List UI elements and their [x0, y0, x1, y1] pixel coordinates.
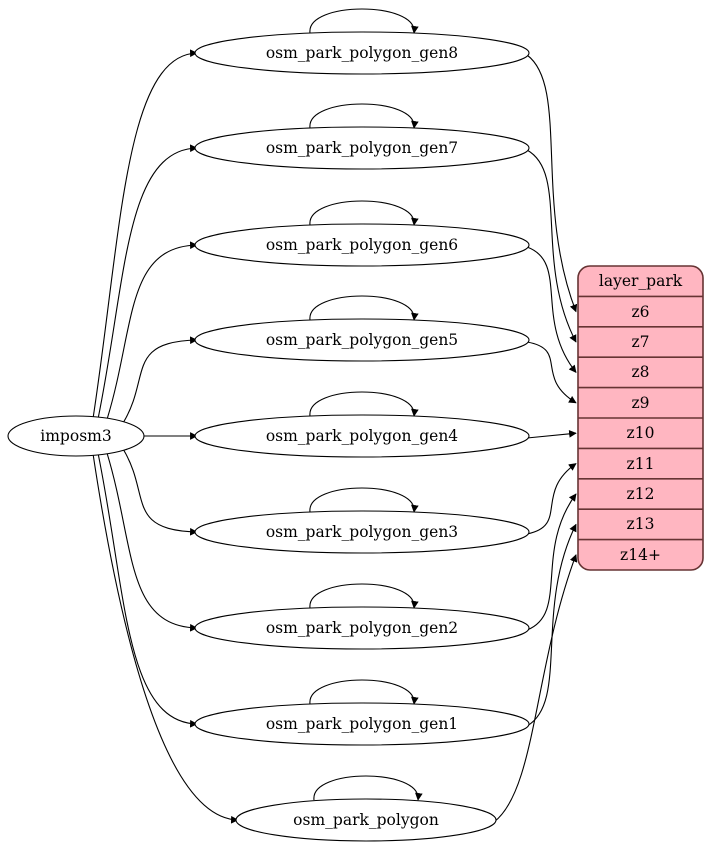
edge-osm_park_polygon-to-z14+ [493, 554, 578, 823]
self-loop-osm_park_polygon_gen2 [309, 583, 419, 609]
edge-osm_park_polygon_gen8-to-z6 [526, 54, 578, 313]
edge-imposm3-to-osm_park_polygon_gen8 [92, 49, 198, 417]
node-osm_park_polygon_gen2[interactable] [194, 606, 530, 650]
self-loop-osm_park_polygon_gen8 [309, 8, 419, 34]
edge-osm_park_polygon_gen3-to-z11 [526, 463, 577, 535]
node-osm_park_polygon_gen5[interactable] [194, 318, 530, 362]
layer-park-row-z13[interactable]: z13 [626, 515, 655, 534]
self-loop-osm_park_polygon_gen3 [309, 487, 419, 513]
self-loop-osm_park_polygon_gen7 [309, 103, 419, 129]
layer-park-table [577, 265, 704, 571]
layer-park-header: layer_park [598, 272, 683, 291]
edge-imposm3-to-osm_park_polygon_gen5 [122, 336, 198, 424]
edge-osm_park_polygon_gen2-to-z12 [526, 493, 577, 631]
layer-park-row-z6[interactable]: z6 [631, 302, 650, 321]
edge-osm_park_polygon_gen6-to-z8 [526, 246, 577, 374]
layer-park-row-z10[interactable]: z10 [626, 424, 655, 443]
self-loop-osm_park_polygon_gen5 [309, 295, 419, 321]
node-osm_park_polygon_gen4[interactable] [194, 414, 530, 458]
edge-osm_park_polygon_gen1-to-z13 [526, 523, 577, 727]
edge-imposm3-to-osm_park_polygon_gen7 [97, 144, 198, 418]
node-osm_park_polygon_gen1[interactable] [194, 702, 530, 746]
layer-park-row-z9[interactable]: z9 [631, 393, 650, 412]
edge-imposm3-to-osm_park_polygon [92, 455, 239, 824]
self-loop-osm_park_polygon_gen4 [309, 391, 419, 417]
node-osm_park_polygon_gen8[interactable] [194, 31, 530, 75]
nodes-layer [7, 31, 530, 842]
edge-imposm3-to-osm_park_polygon_gen2 [106, 453, 198, 632]
layer-park-row-z11[interactable]: z11 [626, 454, 655, 473]
self-loop-osm_park_polygon_gen6 [309, 200, 419, 226]
edge-imposm3-to-osm_park_polygon_gen6 [106, 241, 198, 419]
node-osm_park_polygon_gen3[interactable] [194, 510, 530, 554]
node-imposm3[interactable] [7, 415, 145, 457]
edge-osm_park_polygon_gen5-to-z9 [526, 341, 577, 404]
edge-osm_park_polygon_gen7-to-z7 [526, 149, 577, 343]
edge-imposm3-to-osm_park_polygon_gen3 [122, 448, 198, 536]
node-osm_park_polygon_gen6[interactable] [194, 223, 530, 267]
node-osm_park_polygon[interactable] [235, 798, 497, 842]
node-osm_park_polygon_gen7[interactable] [194, 126, 530, 170]
edge-osm_park_polygon_gen4-to-z10 [526, 430, 577, 439]
layer-park-row-z7[interactable]: z7 [631, 333, 650, 351]
self-loop-osm_park_polygon_gen1 [309, 679, 419, 705]
edges-layer [92, 8, 578, 824]
layer-park-row-z8[interactable]: z8 [631, 363, 650, 382]
layer-park-row-z12[interactable]: z12 [626, 485, 655, 503]
layer-park-row-z14+[interactable]: z14+ [620, 545, 661, 564]
edge-imposm3-to-osm_park_polygon_gen1 [97, 454, 198, 728]
self-loop-osm_park_polygon [313, 775, 423, 801]
